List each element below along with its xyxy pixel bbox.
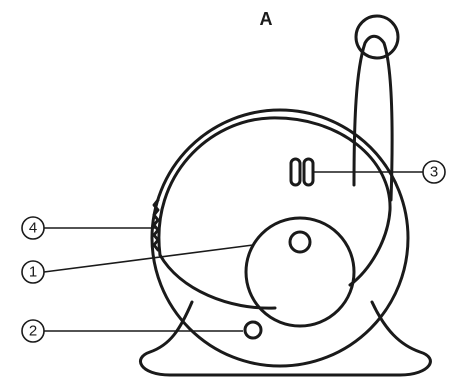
antenna-body [352,34,394,202]
antenna-tip [354,14,400,60]
sensor-indicator [243,320,263,340]
body-outline [150,108,410,368]
side-dial [152,198,160,252]
leader-lines [43,171,423,332]
figure-label: A [260,9,273,29]
stand-base [139,300,432,377]
lens-housing [244,216,356,328]
callout-2: 2 [21,319,45,343]
callout-4-number: 4 [29,220,37,237]
callout-3-number: 3 [430,164,438,181]
head-outline [157,116,392,287]
speaker-slots [289,157,315,187]
callout-1: 1 [21,260,45,284]
callout-1-number: 1 [29,264,37,281]
lens-icon [288,230,312,254]
head-lower-edge [158,253,277,310]
callout-4: 4 [21,216,45,240]
callout-2-number: 2 [29,323,37,340]
antenna [352,14,400,202]
callout-3: 3 [422,160,446,184]
leader-1 [43,244,254,273]
